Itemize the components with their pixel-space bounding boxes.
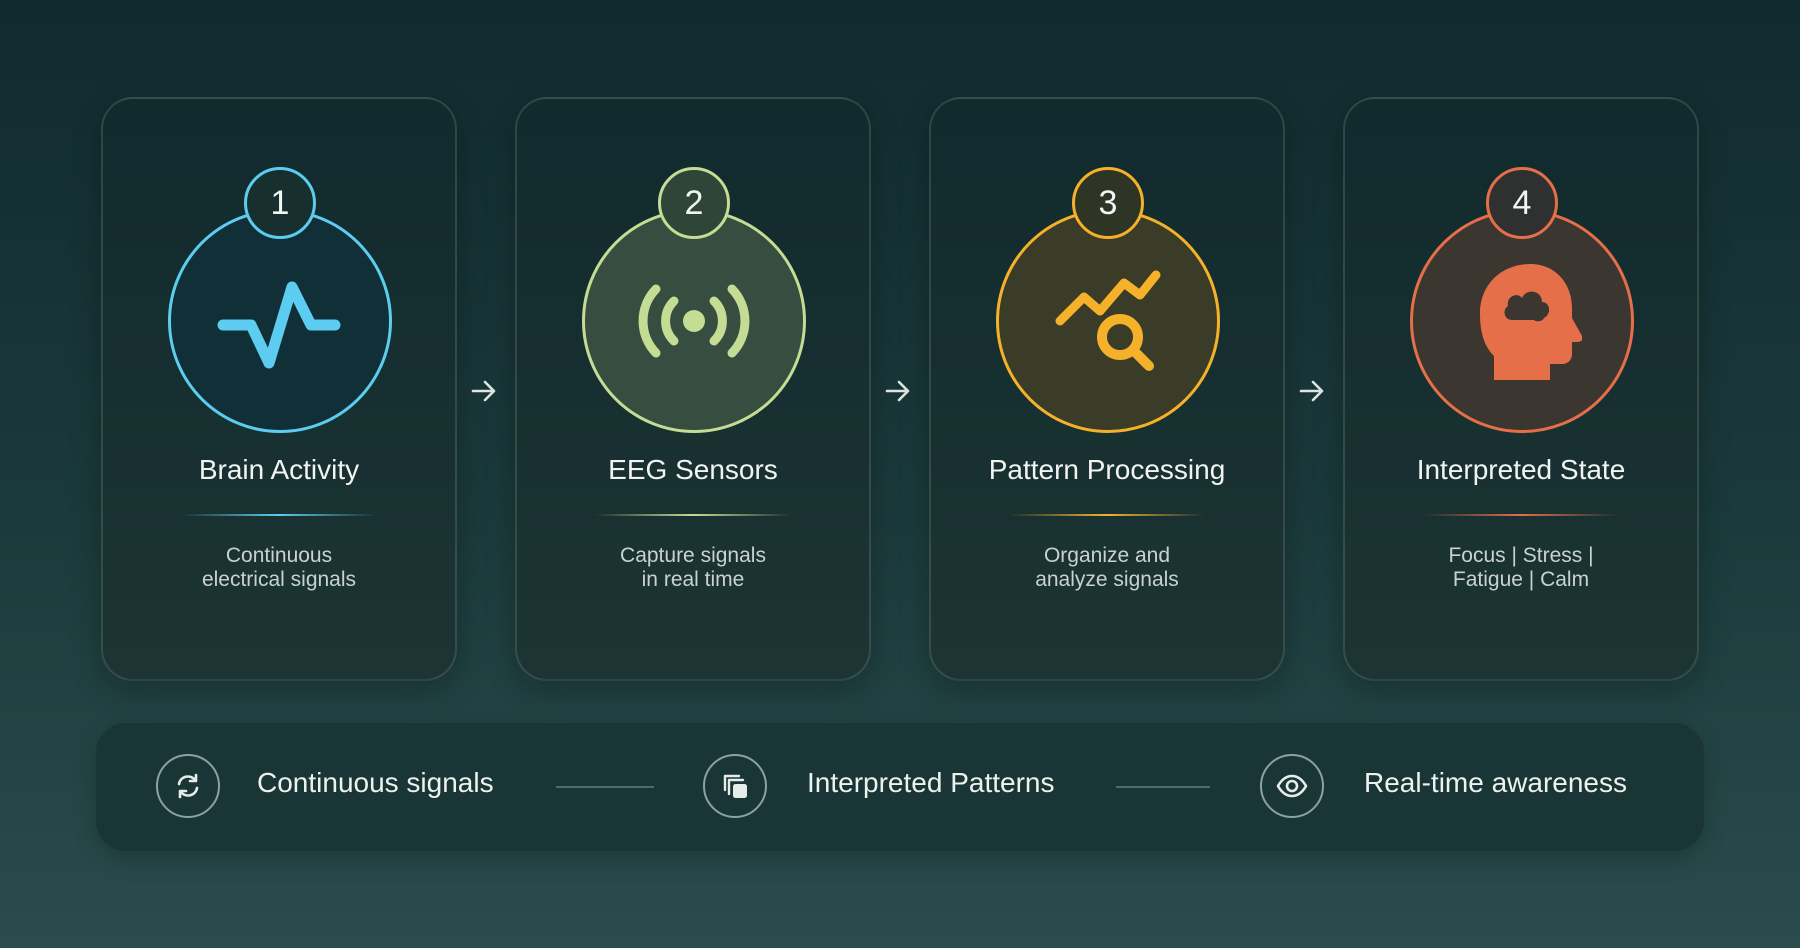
features-bar: Continuous signals Interpreted Patterns … bbox=[96, 723, 1704, 851]
feature-label: Continuous signals bbox=[257, 767, 494, 798]
head-cloud-icon bbox=[1480, 264, 1582, 380]
layers-icon bbox=[723, 774, 747, 798]
icon-ring bbox=[168, 209, 392, 433]
icon-ring bbox=[1410, 209, 1634, 433]
step-number-badge: 3 bbox=[1072, 167, 1144, 239]
arrow-right-icon bbox=[471, 380, 496, 402]
description-line: Continuous bbox=[225, 544, 333, 567]
description-line: Fatigue | Calm bbox=[1452, 568, 1590, 591]
step-card-eeg-sensors: 2 EEG Sensors Capture signals in real ti… bbox=[515, 97, 871, 681]
step-card-pattern-processing: 3 Pattern Processing Organize and analyz… bbox=[929, 97, 1285, 681]
feature-icon-badge bbox=[1260, 754, 1324, 818]
description-line: Capture signals bbox=[620, 544, 766, 567]
feature-label: Interpreted Patterns bbox=[807, 767, 1055, 798]
step-number-badge: 4 bbox=[1486, 167, 1558, 239]
divider bbox=[1009, 514, 1205, 516]
feature-separator bbox=[556, 786, 654, 788]
step-description: Capture signals in real time bbox=[537, 544, 849, 592]
divider bbox=[595, 514, 791, 516]
icon-ring bbox=[996, 209, 1220, 433]
feature-icon-badge bbox=[703, 754, 767, 818]
step-card-brain-activity: 1 Brain Activity Continuous electrical s… bbox=[101, 97, 457, 681]
feature-icon-badge bbox=[156, 754, 220, 818]
step-card-interpreted-state: 4 Interpreted State Focus | Stress | Fat… bbox=[1343, 97, 1699, 681]
description-line: in real time bbox=[641, 568, 745, 591]
step-description: Focus | Stress | Fatigue | Calm bbox=[1365, 544, 1677, 592]
step-description: Organize and analyze signals bbox=[951, 544, 1263, 592]
icon-ring bbox=[582, 209, 806, 433]
step-title: Pattern Processing bbox=[988, 454, 1226, 485]
step-number-badge: 2 bbox=[658, 167, 730, 239]
eye-icon bbox=[1276, 774, 1308, 798]
trend-search-icon bbox=[1055, 270, 1161, 371]
pulse-icon bbox=[217, 281, 341, 369]
arrow-right-icon bbox=[885, 380, 910, 402]
divider bbox=[1423, 514, 1619, 516]
arrow-right-icon bbox=[1299, 380, 1324, 402]
refresh-icon bbox=[177, 773, 199, 799]
step-description: Continuous electrical signals bbox=[123, 544, 435, 592]
divider bbox=[181, 514, 377, 516]
step-number-badge: 1 bbox=[244, 167, 316, 239]
description-line: Focus | Stress | bbox=[1448, 544, 1594, 567]
step-title: Brain Activity bbox=[198, 454, 360, 485]
feature-separator bbox=[1116, 786, 1210, 788]
feature-label: Real-time awareness bbox=[1364, 767, 1627, 798]
step-title: EEG Sensors bbox=[608, 454, 778, 485]
step-title: Interpreted State bbox=[1416, 454, 1626, 485]
broadcast-signal-icon bbox=[638, 284, 750, 358]
description-line: analyze signals bbox=[1035, 568, 1179, 591]
description-line: Organize and bbox=[1043, 544, 1171, 567]
description-line: electrical signals bbox=[201, 568, 357, 591]
